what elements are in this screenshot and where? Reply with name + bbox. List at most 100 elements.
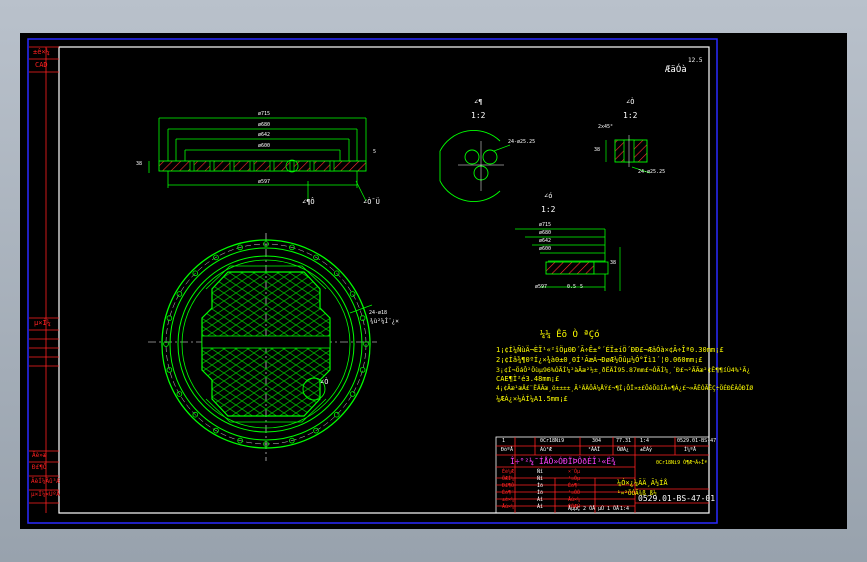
detail-a[interactable] [439,130,511,202]
detail-c-title: ∠ó [544,192,553,200]
bolt-circle [165,243,367,445]
tb-r2-no: ÐòºÅ [501,447,514,453]
detail-b-scale: 1:2 [623,111,638,120]
side-dim-38: 38 [136,161,143,167]
tb-footer-total: ÂµµÇ 2 ÕÅ [568,506,596,512]
plan-detail-mark: ∠Ò [320,378,329,386]
tb-company: Î÷°²¼¯ÍÅÒ»ÓÐÏÞÔðÈÎ¹«Ë¾ [510,457,616,466]
plan-detail-circle [302,377,326,401]
bolt-hole [313,427,319,434]
tb-drawing-no: 0529.01-BS-47-01 [638,494,716,503]
tb-row-cell: Ñî [537,476,544,482]
tb-r1-drawing: 0529.01-BS-47 [677,438,717,444]
cad-drawing-canvas[interactable] [20,33,847,529]
detail-c-dim-642: ø642 [539,238,552,244]
strip-label-number: µ×Í¼×ÜºÅ [31,491,60,498]
side-dim-597: ø597 [258,179,271,185]
side-callout-1: ∠¶Ô [302,198,315,206]
outer-flange [161,239,371,449]
strip-label-name: ÃèÍ¼Ãû³Æ [31,478,60,485]
tb-row-cell: Åú×¼ [502,504,515,510]
title-block [495,436,710,514]
detail-a-scale: 1:2 [471,111,486,120]
detail-c-dim-600: ø600 [539,246,552,252]
bolt-hole [237,437,243,444]
tb-row-cell: Éè¼Æ [502,469,515,475]
tb-r1-scale: 1:4 [640,438,650,444]
tech-req-line-3: 3¡¢Í¬ÖáÔ²Öùµ96%ÓÃÍ¼²àÃæ²½±¸ðËÄÎ95.87mm£¬… [496,366,751,374]
bolt-hole [363,341,369,347]
plan-view[interactable] [148,233,377,461]
tech-req-line-1: 1¡¢Í¼ÑùÄ¬ÈÏ¹«²îÖµ0Ð´Ã÷Ê±°´ÉÏ±íÖ´ÐÐ£¬ÆäÓà… [496,346,724,354]
side-dim-680: ø680 [258,122,271,128]
strip-label-base: µ×Í¼ [34,319,51,327]
side-dim-642: ø642 [258,132,271,138]
detail-c-dim-38: 38 [610,260,617,266]
section-hatch [545,261,595,275]
tb-r2-scale: ±ÈÀý [640,447,653,453]
side-dim-lines [148,117,367,202]
bolt-hole [213,254,219,261]
bolt-hole [333,411,340,418]
tech-req-line-4: CAE¶Ì²é3.48mm¡£ [496,375,560,383]
bolt-hole [349,291,356,297]
tb-row-cell: ×¨Òµ [568,469,581,475]
tech-req-line-5: 4¡¢Ãæ¹æÄ£¨ËÄÃæ¸ö±±±±¸Ã¹ÄÄÔÂ¼ÅÝ£¬¶Í¡ÔÏ»±£… [496,385,754,392]
tb-row-cell: Íõ [537,483,544,489]
bolt-hole [263,441,269,447]
tb-row-cell: Ñî [537,469,544,475]
detail-c-dim-05: 0.5 [567,284,577,290]
detail-c-dim-5: 5 [580,284,584,290]
detail-b-dim-38: 38 [594,147,601,153]
bolt-hole [176,291,183,297]
tb-row-cell: ¹¤ÒÕ [568,490,581,496]
detail-b[interactable] [605,135,651,174]
tb-row-cell: Éó¶¨ [568,483,581,489]
tb-row-cell: Àî [537,504,544,510]
bolt-hole [192,270,199,277]
bolt-holes [163,241,369,447]
side-view[interactable] [148,117,367,202]
detail-b-dim-chamfer: 2x45° [598,124,614,130]
bolt-hole [359,367,366,373]
detail-c-dim-597: ø597 [535,284,548,290]
tb-row-cell: Íõ [537,490,544,496]
detail-c-scale: 1:2 [541,205,556,214]
plan-hole-label: 24-ø18 [369,310,388,316]
side-callout-2: ∠Ò¯Ü [363,198,380,206]
tb-row-cell: Åú×¼ [568,497,581,503]
tb-r2-name: Ãû³Æ [540,447,553,453]
strip-label-check: Ð£¶Ô [32,464,47,471]
bolt-hole [313,254,319,261]
tb-footer-scale: 1:4 [620,506,630,512]
tb-material-note: 0Cr18Ni9 Ò¶Æ¬Ã÷Îª [656,460,708,466]
detail-c[interactable] [515,228,621,291]
bolt-hole [289,244,295,251]
bolt-hole [213,427,219,434]
drawing-viewport[interactable]: ±ê×¼ CAD µ×Í¼ Ãè»æ Ð£¶Ô ÃèÍ¼Ãû³Æ µ×Í¼×Üº… [20,33,847,529]
left-strip [29,46,59,513]
tb-row-cell: ±ê×¼ [502,497,515,503]
roughness-symbol: 12.5 [688,57,703,64]
inner-border [58,46,710,514]
detail-a-title: ∠¶ [474,98,483,106]
tb-r2-material: ²ÄÁÏ [588,447,601,453]
tb-row-cell: Éó¶¨ [502,490,515,496]
side-dim-715: ø715 [258,111,271,117]
tb-r1-grade: 304 [592,438,602,444]
tech-req-line-2: 2¡¢Íâ¾¶0ºÍ¿×¾à0±0¸0Í¹ÃæÁ¬ÐøÆ½Õûµ½Ó°Ïì1´¦… [496,356,703,364]
side-dim-5: 5 [373,149,377,155]
tb-part-sub: ¹¤²ÕÓÃ¾ß¸ß½ [617,490,657,497]
strip-label-draw: Ãè»æ [32,452,47,459]
side-plate-holes [189,160,335,172]
bolt-hole [192,411,199,418]
bolt-hole [349,391,356,397]
tb-part-name: ¼Ó×¿¼ÃÄ¸Ã½ÍÅ [617,479,668,487]
bolt-hole [176,391,183,397]
tech-req-title: ¼¼ Êõ Ò ªÇó [540,330,600,340]
outer-frame [27,38,718,524]
bolt-hole [237,244,243,251]
tb-r2-weight: ÖØÁ¿ [617,447,630,453]
detail-c-dim-680: ø680 [539,230,552,236]
tb-r1-no: 1 [502,438,506,444]
